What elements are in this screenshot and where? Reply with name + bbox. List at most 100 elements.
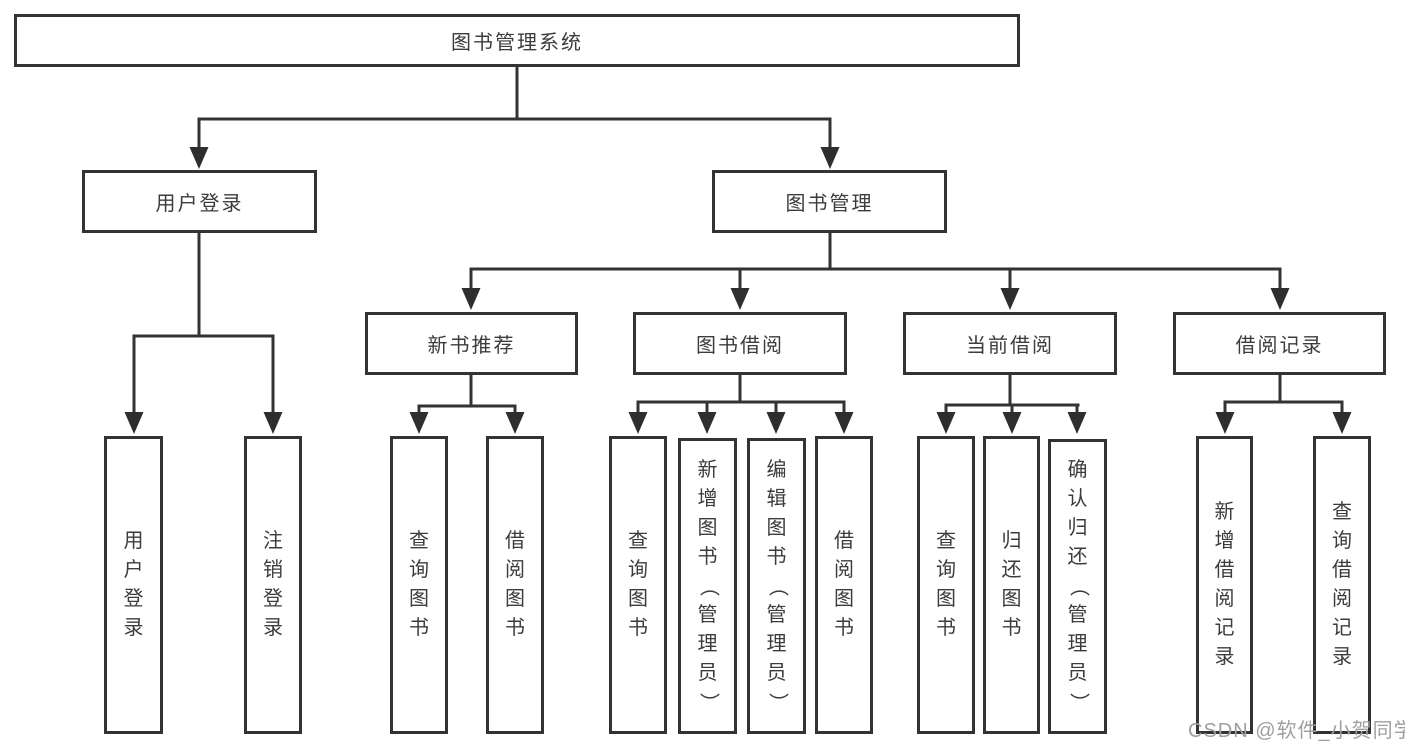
vertical-char: 阅 [1332,588,1352,610]
vertical-char: 书 [834,617,854,639]
vertical-char: 借 [1332,559,1352,581]
leaf-borrow-query-books: 查询图书 [609,436,667,734]
vertical-char: 图 [936,588,956,610]
arrowhead-down-icon [1332,412,1352,434]
node-label: 查询图书 [612,439,664,731]
vertical-char: 新 [1214,501,1235,523]
vertical-char: （ [1067,576,1089,597]
vertical-char: 书 [766,545,787,568]
arrowhead-down-icon [189,147,209,169]
arrowhead-down-icon [936,412,956,434]
vertical-char: 询 [936,559,956,581]
vertical-char: ） [766,692,788,712]
vertical-char: 还 [1067,546,1088,568]
arrowhead-down-icon [766,412,786,434]
leaf-recommend-query-books: 查询图书 [390,436,448,734]
node-current-borrow: 当前借阅 [903,312,1117,375]
leaf-borrow-borrow-books: 借阅图书 [815,436,873,734]
vertical-char: 员 [697,661,718,684]
vertical-char: 借 [834,530,854,552]
vertical-char: 还 [1001,559,1022,581]
vertical-char: 图 [1001,588,1022,610]
node-label: 查询图书 [920,439,972,731]
arrowhead-down-icon [1067,412,1087,434]
vertical-char: 登 [263,588,283,610]
vertical-char: 图 [834,588,854,610]
arrowhead-down-icon [834,412,854,434]
node-label: 新增借阅记录 [1199,439,1250,731]
vertical-char: 查 [409,530,429,552]
node-borrow-records: 借阅记录 [1173,312,1386,375]
vertical-char: 管 [1067,604,1088,626]
vertical-char: （ [697,576,719,596]
leaf-borrow-edit-books-admin: 编辑图书（管理员） [747,438,806,734]
vertical-char: 员 [766,661,787,684]
vertical-char: 书 [936,617,956,639]
arrowhead-down-icon [409,412,429,434]
vertical-char: 图 [505,588,525,610]
leaf-logout: 注销登录 [244,436,302,734]
vertical-char: 管 [697,603,718,626]
node-label: 查询借阅记录 [1316,439,1368,731]
node-root: 图书管理系统 [14,14,1020,67]
node-user-login: 用户登录 [82,170,317,233]
arrowhead-down-icon [1270,288,1290,310]
node-label: 用户登录 [155,193,244,215]
node-new-book-recommend: 新书推荐 [365,312,578,375]
vertical-char: 询 [628,559,648,581]
vertical-char: 阅 [1214,588,1235,610]
node-book-management: 图书管理 [712,170,947,233]
vertical-char: 图 [766,516,787,539]
vertical-char: 查 [1332,501,1352,523]
vertical-char: 书 [409,617,429,639]
vertical-char: 书 [505,617,525,639]
node-label: 图书管理 [785,193,874,215]
node-label: 归还图书 [986,439,1037,731]
node-book-borrow: 图书借阅 [633,312,847,375]
arrowhead-down-icon [505,412,525,434]
node-label: 查询图书 [393,439,445,731]
vertical-char: 图 [628,588,648,610]
vertical-char: 图 [697,516,718,539]
vertical-char: 登 [123,588,144,610]
leaf-records-query-record: 查询借阅记录 [1313,436,1371,734]
vertical-char: 辑 [766,487,787,510]
arrowhead-down-icon [263,412,283,434]
vertical-char: 查 [628,530,648,552]
vertical-char: 阅 [505,559,525,581]
vertical-char: 认 [1067,488,1088,510]
vertical-char: 记 [1214,617,1235,639]
vertical-char: （ [766,576,788,596]
node-label: 图书管理系统 [451,32,583,54]
vertical-char: 员 [1067,662,1088,684]
vertical-char: 确 [1067,459,1088,481]
arrowhead-down-icon [1215,412,1235,434]
vertical-char: 阅 [834,559,854,581]
vertical-char: 借 [505,530,525,552]
vertical-char: 书 [1001,617,1022,639]
leaf-current-confirm-return-admin: 确认归还（管理员） [1048,439,1107,734]
leaf-current-return-books: 归还图书 [983,436,1040,734]
vertical-char: 用 [123,530,144,552]
vertical-char: 书 [697,545,718,568]
vertical-char: 归 [1001,530,1022,552]
vertical-char: 录 [1214,646,1235,668]
vertical-char: 管 [766,603,787,626]
leaf-current-query-books: 查询图书 [917,436,975,734]
vertical-char: 录 [263,617,283,639]
arrowhead-down-icon [124,412,144,434]
vertical-char: 归 [1067,517,1088,539]
vertical-char: ） [697,692,719,712]
arrowhead-down-icon [628,412,648,434]
vertical-char: 编 [766,458,787,481]
vertical-char: 记 [1332,617,1352,639]
vertical-char: 录 [1332,646,1352,668]
node-label: 用户登录 [107,439,160,731]
arrowhead-down-icon [1000,288,1020,310]
arrowhead-down-icon [820,147,840,169]
arrowhead-down-icon [1002,412,1022,434]
arrowhead-down-icon [697,412,717,434]
csdn-watermark: CSDN @软件_小贺同学 [1188,720,1405,742]
arrowhead-down-icon [461,288,481,310]
leaf-user-login: 用户登录 [104,436,163,734]
